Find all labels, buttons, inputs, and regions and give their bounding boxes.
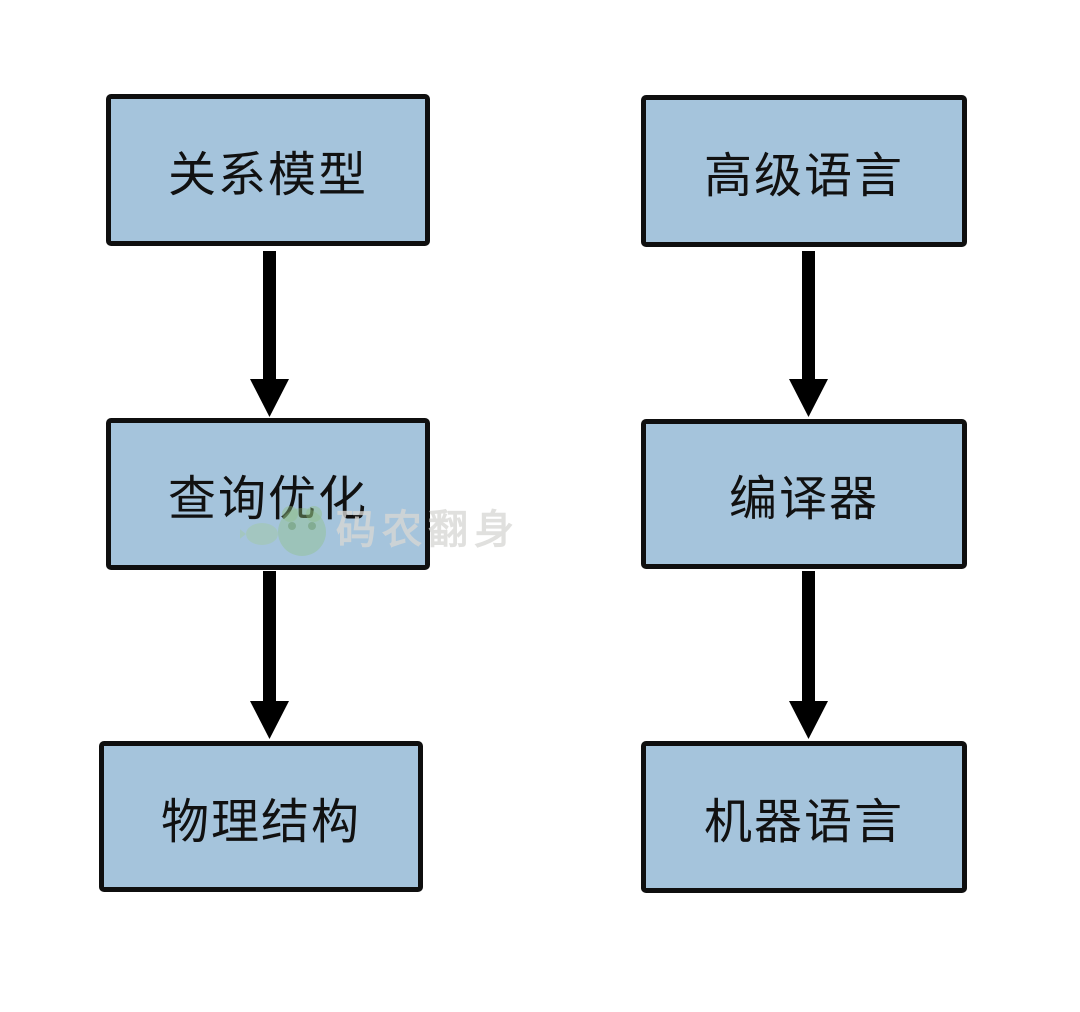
node-label: 查询优化 bbox=[167, 471, 368, 527]
arrow-down-icon bbox=[247, 251, 291, 417]
arrow-down-icon bbox=[786, 571, 830, 739]
node-relational-model: 关系模型 bbox=[106, 94, 430, 246]
node-label: 高级语言 bbox=[703, 148, 904, 204]
node-label: 关系模型 bbox=[167, 147, 368, 203]
node-query-optimization: 查询优化 bbox=[106, 418, 430, 570]
arrow-down-icon bbox=[247, 571, 291, 739]
node-physical-structure: 物理结构 bbox=[99, 741, 423, 892]
arrow-down-icon bbox=[786, 251, 830, 417]
node-compiler: 编译器 bbox=[641, 419, 967, 569]
node-label: 机器语言 bbox=[703, 794, 904, 850]
node-machine-language: 机器语言 bbox=[641, 741, 967, 893]
node-high-level-language: 高级语言 bbox=[641, 95, 967, 247]
node-label: 物理结构 bbox=[160, 793, 361, 850]
node-label: 编译器 bbox=[728, 471, 879, 527]
